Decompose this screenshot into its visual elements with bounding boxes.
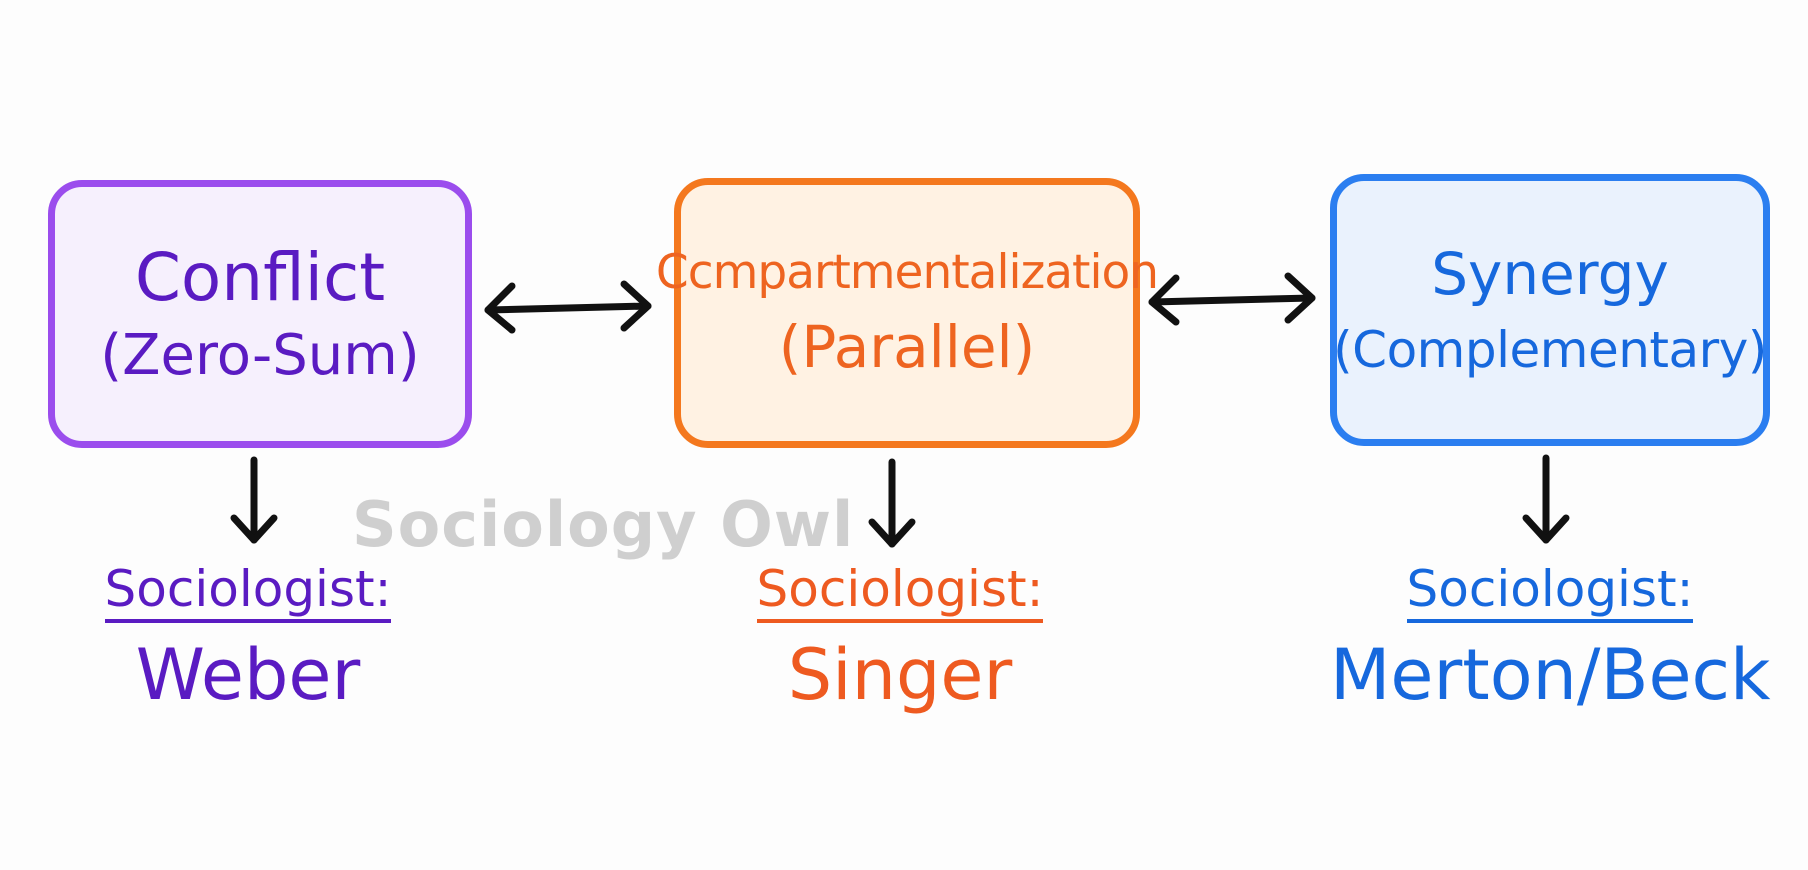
compartmentalization-subtitle: (Parallel) (778, 312, 1036, 381)
double-arrow-conflict-compartmentalization (484, 280, 652, 334)
conflict-box: Conflict (Zero-Sum) (48, 180, 472, 448)
sociologist-name: Merton/Beck (1330, 634, 1771, 716)
down-arrow-compartmentalization (868, 458, 916, 548)
watermark: Sociology Owl (352, 488, 855, 561)
sociologist-label: Sociologist: (756, 562, 1044, 623)
sociologist-name: Weber (135, 634, 361, 716)
sociologist-name: Singer (787, 634, 1013, 716)
down-arrow-synergy (1522, 454, 1570, 544)
synergy-caption: Sociologist: Merton/Beck (1330, 562, 1771, 716)
compartmentalization-title: Ccmpartmentalization (655, 244, 1159, 300)
conflict-subtitle: (Zero-Sum) (100, 322, 420, 388)
down-arrow-conflict (230, 456, 278, 544)
synergy-title: Synergy (1431, 239, 1669, 308)
double-arrow-compartmentalization-synergy (1148, 272, 1316, 326)
synergy-subtitle: (Complementary) (1333, 320, 1767, 379)
compartmentalization-box: Ccmpartmentalization (Parallel) (656, 178, 1159, 448)
sociologist-label: Sociologist: (1406, 562, 1694, 623)
conflict-title: Conflict (134, 238, 386, 316)
synergy-box: Synergy (Complementary) (1330, 174, 1770, 446)
sociologist-label: Sociologist: (104, 562, 392, 623)
compartmentalization-caption: Sociologist: Singer (740, 562, 1060, 714)
conflict-caption: Sociologist: Weber (98, 562, 398, 714)
